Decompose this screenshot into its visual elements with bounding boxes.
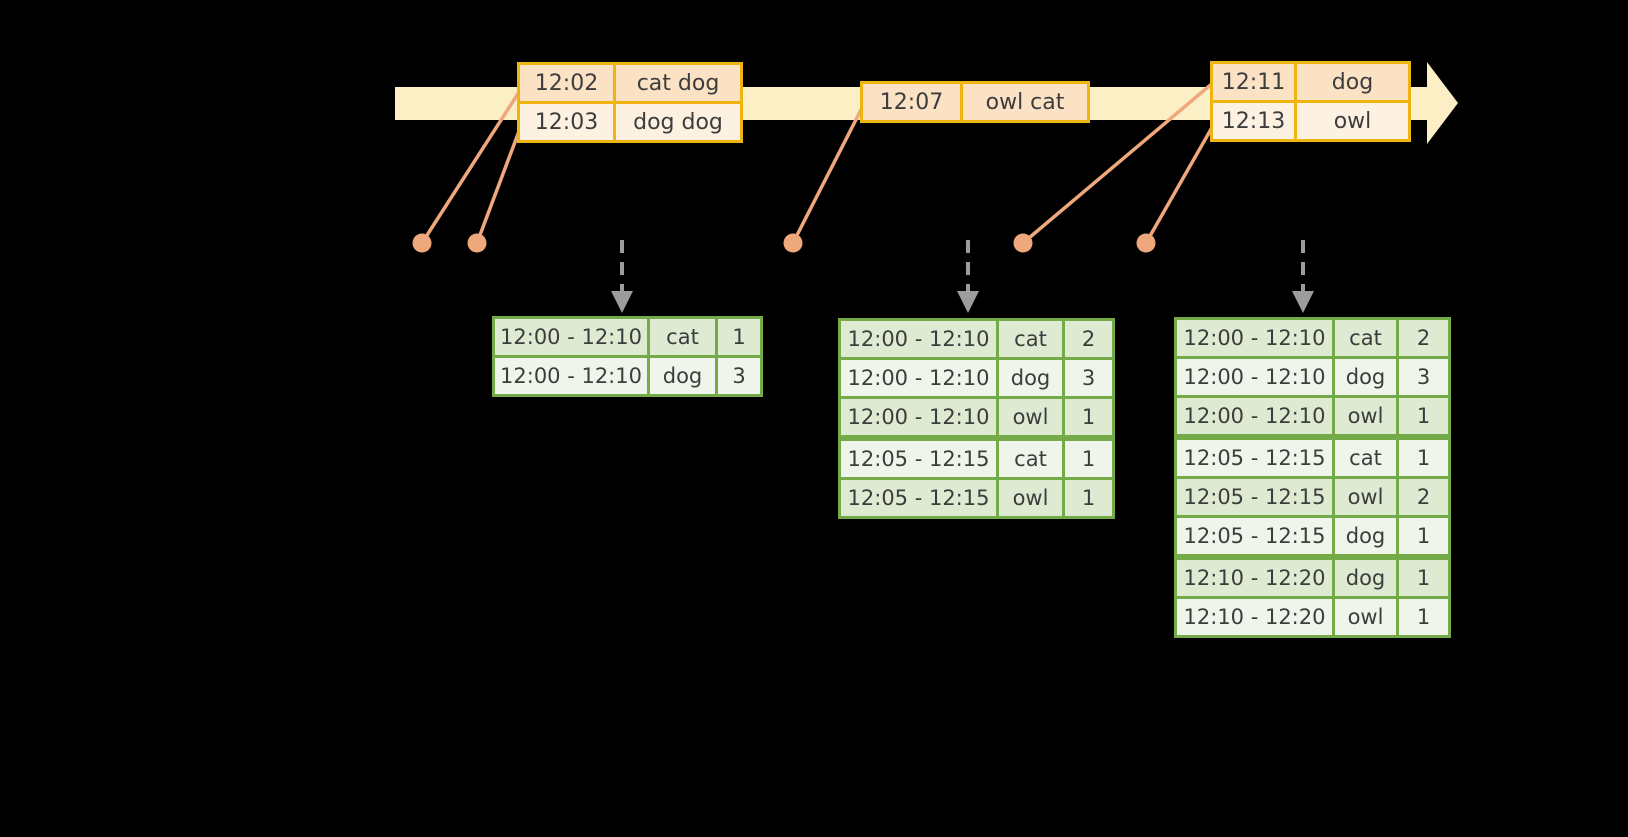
window-cell: 12:05 - 12:15 [1174,434,1335,479]
count-cell: 1 [1396,515,1451,559]
event-time-axis-arrowhead-icon [1427,62,1458,144]
window-cell: 12:05 - 12:15 [838,477,999,519]
count-cell: 1 [1062,435,1115,480]
word-cell: owl [1332,395,1399,439]
event-dot-icon [1136,233,1156,253]
window-cell: 12:05 - 12:15 [838,435,999,480]
input-batch-table-1: 12:02 cat dog 12:03 dog dog [517,62,743,143]
word-cell: cat [996,318,1065,360]
batch-words-cell: dog dog [613,101,743,143]
event-connector-line [1144,123,1216,244]
batch-time-cell: 12:03 [517,101,616,143]
count-cell: 2 [1396,317,1451,359]
word-cell: cat [1332,317,1399,359]
table-row: 12:13 owl [1210,100,1411,142]
window-cell: 12:10 - 12:20 [1174,554,1335,599]
event-dot-icon [412,233,432,253]
batch-time-cell: 12:02 [517,62,616,104]
event-dot-icon [783,233,803,253]
word-cell: dog [647,355,718,397]
batch-time-cell: 12:11 [1210,61,1297,103]
table-row: 12:11 dog [1210,61,1411,103]
count-cell: 2 [1062,318,1115,360]
table-row: 12:00 - 12:10 cat 2 [838,318,1115,360]
batch-words-cell: owl [1294,100,1411,142]
count-cell: 3 [1062,357,1115,399]
table-row: 12:00 - 12:10 dog 3 [838,357,1115,399]
word-cell: cat [996,435,1065,480]
batch-words-cell: cat dog [613,62,743,104]
table-row: 12:00 - 12:10 dog 3 [1174,356,1451,398]
count-cell: 1 [1396,395,1451,439]
count-cell: 3 [1396,356,1451,398]
window-cell: 12:00 - 12:10 [1174,317,1335,359]
window-cell: 12:00 - 12:10 [492,316,650,358]
window-cell: 12:10 - 12:20 [1174,596,1335,638]
input-batch-table-2: 12:07 owl cat [860,81,1090,123]
count-cell: 1 [1062,477,1115,519]
table-row: 12:00 - 12:10 cat 2 [1174,317,1451,359]
window-cell: 12:05 - 12:15 [1174,476,1335,518]
word-cell: owl [996,477,1065,519]
batch-words-cell: dog [1294,61,1411,103]
batch-time-cell: 12:13 [1210,100,1297,142]
trigger-arrowhead-icon [1292,291,1314,313]
table-row: 12:03 dog dog [517,101,743,143]
batch-time-cell: 12:07 [860,81,963,123]
result-table-1: 12:00 - 12:10 cat 1 12:00 - 12:10 dog 3 [492,316,763,397]
word-cell: cat [647,316,718,358]
table-row: 12:02 cat dog [517,62,743,104]
word-cell: dog [1332,356,1399,398]
table-row: 12:10 - 12:20 owl 1 [1174,596,1451,638]
table-row: 12:00 - 12:10 owl 1 [838,396,1115,440]
word-cell: owl [1332,596,1399,638]
table-row: 12:10 - 12:20 dog 1 [1174,554,1451,599]
table-row: 12:05 - 12:15 cat 1 [838,435,1115,480]
event-connector-line [791,103,866,244]
table-row: 12:00 - 12:10 owl 1 [1174,395,1451,439]
table-row: 12:05 - 12:15 dog 1 [1174,515,1451,559]
event-connector-line [475,125,523,244]
table-row: 12:07 owl cat [860,81,1090,123]
word-cell: dog [1332,515,1399,559]
window-cell: 12:05 - 12:15 [1174,515,1335,559]
result-table-3: 12:00 - 12:10 cat 2 12:00 - 12:10 dog 3 … [1174,317,1451,638]
table-row: 12:05 - 12:15 owl 2 [1174,476,1451,518]
count-cell: 3 [715,355,763,397]
trigger-arrowhead-icon [957,291,979,313]
count-cell: 1 [715,316,763,358]
window-cell: 12:00 - 12:10 [838,318,999,360]
event-dot-icon [1013,233,1033,253]
table-row: 12:05 - 12:15 cat 1 [1174,434,1451,479]
table-row: 12:00 - 12:10 cat 1 [492,316,763,358]
count-cell: 1 [1396,554,1451,599]
count-cell: 1 [1396,434,1451,479]
input-batch-table-3: 12:11 dog 12:13 owl [1210,61,1411,142]
window-cell: 12:00 - 12:10 [838,396,999,440]
table-row: 12:05 - 12:15 owl 1 [838,477,1115,519]
word-cell: dog [1332,554,1399,599]
window-cell: 12:00 - 12:10 [1174,395,1335,439]
trigger-arrowhead-icon [611,291,633,313]
word-cell: cat [1332,434,1399,479]
count-cell: 1 [1396,596,1451,638]
window-cell: 12:00 - 12:10 [492,355,650,397]
word-cell: dog [996,357,1065,399]
result-table-2: 12:00 - 12:10 cat 2 12:00 - 12:10 dog 3 … [838,318,1115,519]
word-cell: owl [996,396,1065,440]
batch-words-cell: owl cat [960,81,1090,123]
window-cell: 12:00 - 12:10 [838,357,999,399]
word-cell: owl [1332,476,1399,518]
event-dot-icon [467,233,487,253]
window-cell: 12:00 - 12:10 [1174,356,1335,398]
table-row: 12:00 - 12:10 dog 3 [492,355,763,397]
count-cell: 2 [1396,476,1451,518]
count-cell: 1 [1062,396,1115,440]
